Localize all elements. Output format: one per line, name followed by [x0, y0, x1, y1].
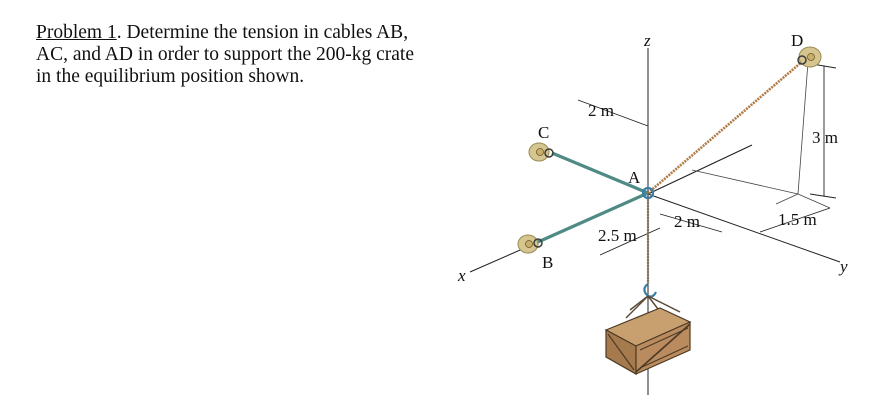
dim-2-5m-label: 2.5 m	[598, 226, 637, 245]
dim-1-5m-label: 1.5 m	[778, 210, 817, 229]
dim-2m-top-line	[577, 99, 649, 127]
problem-statement: Problem 1. Determine the tension in cabl…	[36, 22, 456, 88]
equilibrium-figure: z x y 3 m 2 m 2.5 m 2 m 1.5 m	[457, 31, 848, 395]
d-construction-d	[797, 193, 831, 209]
z-axis-label: z	[643, 31, 651, 50]
support-c	[528, 142, 554, 162]
dim-3m-label: 3 m	[812, 128, 838, 147]
dim-2m-top-label: 2 m	[588, 101, 614, 120]
label-b: B	[542, 253, 553, 272]
label-d: D	[791, 31, 803, 50]
d-construction-b	[797, 61, 809, 195]
problem-text-line3: in the equilibrium position shown.	[36, 66, 305, 87]
dim-2m-bottom-label: 2 m	[674, 212, 700, 231]
support-b	[517, 234, 543, 254]
x-axis-label: x	[457, 266, 466, 285]
d-construction-c	[775, 193, 799, 205]
problem-heading: Problem 1	[36, 22, 117, 43]
problem-text-line1: . Determine the tension in cables AB,	[116, 22, 409, 43]
dim-1-5m-line	[759, 207, 831, 233]
support-d	[797, 46, 822, 68]
figure: z x y 3 m 2 m 2.5 m 2 m 1.5 m	[440, 0, 886, 407]
dim-3m-tick-bottom	[809, 193, 837, 199]
cable-ad	[647, 59, 805, 194]
y-axis	[647, 193, 841, 263]
dim-2-5m-line	[599, 227, 661, 256]
problem-text-line2: AC, and AD in order to support the 200-k…	[36, 44, 415, 65]
ring-a	[641, 186, 655, 200]
reference-line	[647, 144, 753, 195]
crate	[604, 307, 692, 376]
label-a: A	[628, 168, 641, 187]
cable-ac	[551, 151, 649, 195]
label-c: C	[538, 123, 549, 142]
cable-ab	[537, 191, 649, 244]
dim-2m-bottom-line	[659, 213, 723, 233]
hook-icon	[643, 283, 657, 298]
d-construction-a	[691, 169, 799, 195]
y-axis-label: y	[838, 257, 848, 276]
